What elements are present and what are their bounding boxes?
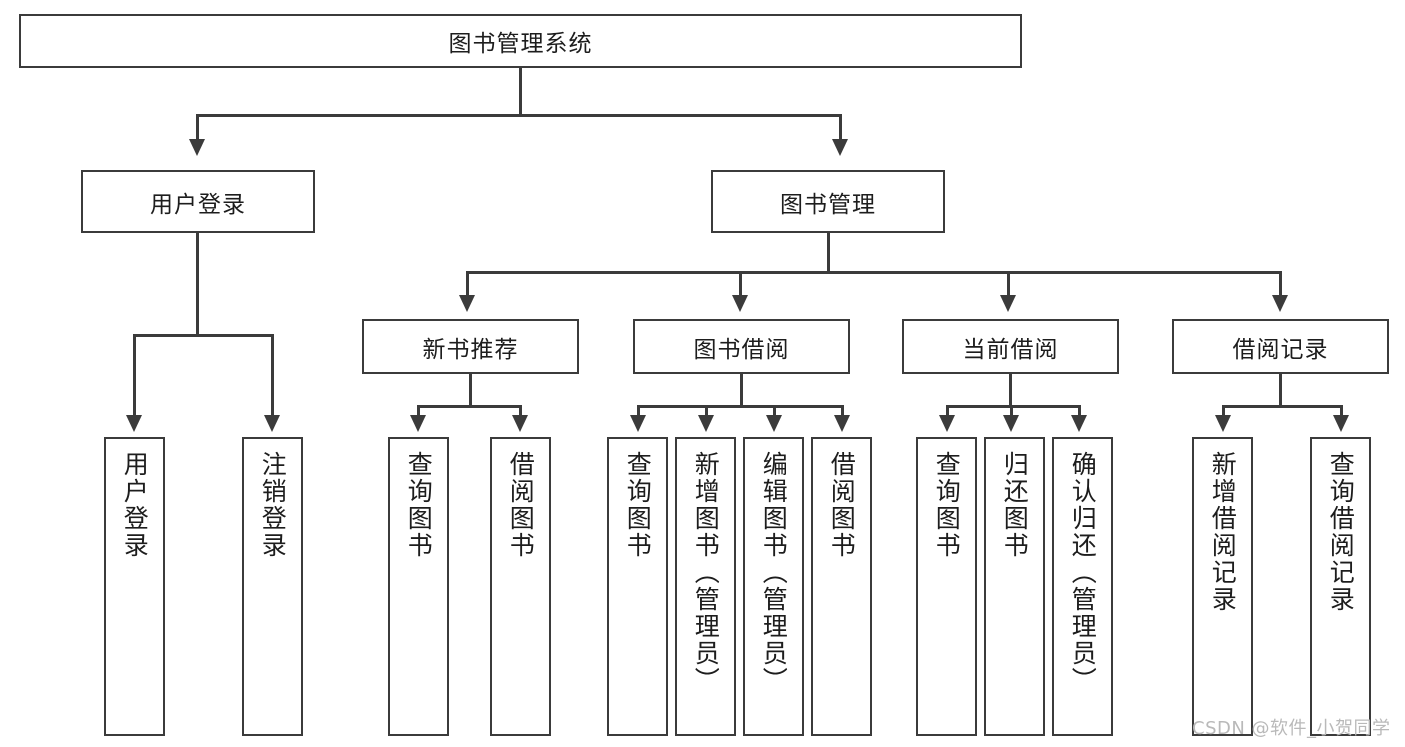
arrowhead-current-1	[939, 415, 955, 432]
connector-current-bus	[947, 405, 1080, 408]
arrowhead-newbook-2	[512, 415, 528, 432]
node-root[interactable]: 图书管理系统	[19, 14, 1022, 68]
arrowhead-user-leaf-2	[264, 415, 280, 432]
leaf-query-book-borrow[interactable]: 查询图书	[607, 437, 668, 736]
arrowhead-l3-2	[732, 295, 748, 312]
arrowhead-user-leaf-1	[126, 415, 142, 432]
connector-current-c3	[1078, 405, 1081, 417]
arrowhead-current-3	[1071, 415, 1087, 432]
arrowhead-l3-4	[1272, 295, 1288, 312]
leaf-label: 新增借阅记录	[1208, 451, 1238, 613]
connector-newbook-c1	[417, 405, 420, 417]
connector-user-bus	[134, 334, 274, 337]
leaf-borrow-book[interactable]: 借阅图书	[811, 437, 872, 736]
connector-borrow-c1	[637, 405, 640, 417]
connector-borrow-c2	[705, 405, 708, 417]
connector-current-stem	[1009, 374, 1012, 407]
leaf-label: 新增图书（管理员）	[691, 451, 721, 694]
leaf-label: 确认归还（管理员）	[1068, 451, 1098, 694]
arrowhead-root-to-book	[832, 139, 848, 156]
leaf-label: 归还图书	[1000, 451, 1030, 559]
leaf-label: 查询图书	[623, 451, 653, 559]
node-user-login[interactable]: 用户登录	[81, 170, 315, 233]
arrowhead-record-2	[1333, 415, 1349, 432]
connector-bookmgmt-c2	[739, 271, 742, 297]
leaf-query-book-newbook[interactable]: 查询图书	[388, 437, 449, 736]
leaf-label: 借阅图书	[506, 451, 536, 559]
node-book-management[interactable]: 图书管理	[711, 170, 945, 233]
leaf-return-book[interactable]: 归还图书	[984, 437, 1045, 736]
node-new-book-recommend[interactable]: 新书推荐	[362, 319, 579, 374]
connector-root-to-user	[196, 114, 199, 141]
leaf-label: 查询借阅记录	[1326, 451, 1356, 613]
connector-bookmgmt-c1	[466, 271, 469, 297]
arrowhead-root-to-user	[189, 139, 205, 156]
arrowhead-borrow-4	[834, 415, 850, 432]
node-root-label: 图书管理系统	[448, 31, 593, 57]
arrowhead-borrow-1	[630, 415, 646, 432]
connector-root-stem	[519, 68, 522, 115]
connector-bookmgmt-stem	[827, 233, 830, 273]
leaf-query-book-current[interactable]: 查询图书	[916, 437, 977, 736]
leaf-confirm-return-admin[interactable]: 确认归还（管理员）	[1052, 437, 1113, 736]
node-borrow-record-label: 借阅记录	[1232, 336, 1329, 363]
leaf-logout[interactable]: 注销登录	[242, 437, 303, 736]
leaf-query-borrow-record[interactable]: 查询借阅记录	[1310, 437, 1371, 736]
leaf-label: 查询图书	[932, 451, 962, 559]
leaf-label: 编辑图书（管理员）	[759, 451, 789, 694]
leaf-label: 用户登录	[120, 451, 150, 559]
connector-user-left	[133, 334, 136, 417]
connector-borrow-bus	[638, 405, 843, 408]
arrowhead-record-1	[1215, 415, 1231, 432]
connector-record-bus	[1223, 405, 1342, 408]
connector-user-stem	[196, 233, 199, 336]
arrowhead-l3-3	[1000, 295, 1016, 312]
node-new-book-recommend-label: 新书推荐	[422, 336, 519, 363]
connector-newbook-c2	[519, 405, 522, 417]
connector-current-c2	[1010, 405, 1013, 417]
connector-bookmgmt-c4	[1279, 271, 1282, 297]
connector-borrow-c4	[841, 405, 844, 417]
leaf-add-book-admin[interactable]: 新增图书（管理员）	[675, 437, 736, 736]
connector-record-stem	[1279, 374, 1282, 407]
leaf-add-borrow-record[interactable]: 新增借阅记录	[1192, 437, 1253, 736]
node-current-borrow[interactable]: 当前借阅	[902, 319, 1119, 374]
connector-borrow-c3	[773, 405, 776, 417]
leaf-label: 借阅图书	[827, 451, 857, 559]
arrowhead-borrow-3	[766, 415, 782, 432]
connector-record-c1	[1222, 405, 1225, 417]
watermark: CSDN @软件_小贺同学	[1192, 718, 1391, 739]
connector-bookmgmt-c3	[1007, 271, 1010, 297]
leaf-label: 查询图书	[404, 451, 434, 559]
arrowhead-borrow-2	[698, 415, 714, 432]
leaf-borrow-book-newbook[interactable]: 借阅图书	[490, 437, 551, 736]
leaf-user-login[interactable]: 用户登录	[104, 437, 165, 736]
arrowhead-current-2	[1003, 415, 1019, 432]
node-book-management-label: 图书管理	[780, 191, 876, 218]
connector-bookmgmt-bus	[467, 271, 1281, 274]
connector-record-c2	[1340, 405, 1343, 417]
connector-current-c1	[946, 405, 949, 417]
connector-user-right	[271, 334, 274, 417]
node-current-borrow-label: 当前借阅	[962, 336, 1059, 363]
arrowhead-l3-1	[459, 295, 475, 312]
connector-root-bus	[197, 114, 841, 117]
node-user-login-label: 用户登录	[150, 191, 246, 218]
connector-newbook-bus	[418, 405, 521, 408]
connector-root-to-book	[839, 114, 842, 141]
node-book-borrow[interactable]: 图书借阅	[633, 319, 850, 374]
node-book-borrow-label: 图书借阅	[693, 336, 790, 363]
leaf-edit-book-admin[interactable]: 编辑图书（管理员）	[743, 437, 804, 736]
connector-newbook-stem	[469, 374, 472, 407]
leaf-label: 注销登录	[258, 451, 288, 559]
connector-borrow-stem	[740, 374, 743, 407]
node-borrow-record[interactable]: 借阅记录	[1172, 319, 1389, 374]
arrowhead-newbook-1	[410, 415, 426, 432]
